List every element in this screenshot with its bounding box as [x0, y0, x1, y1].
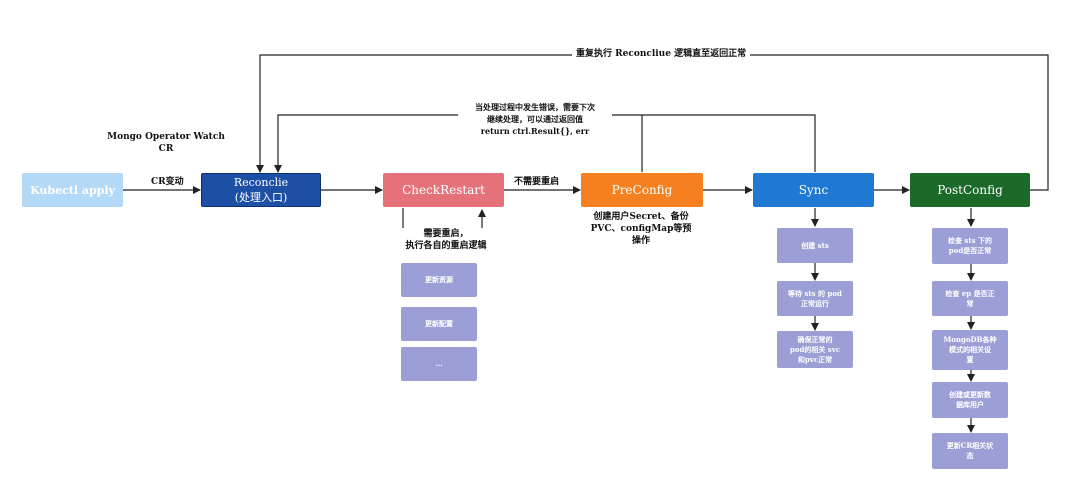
post-step-check-ep: 检查 ep 是否正 常	[932, 281, 1008, 316]
preconfig-node: PreConfig	[581, 173, 703, 207]
sync-step-ensure-svc-pvc: 确保正常的 pod的相关 svc 和pvc正常	[777, 331, 853, 368]
watch-label: Mongo Operator Watch CR	[107, 132, 225, 154]
restart-step-update-config: 更新配置	[401, 307, 477, 341]
restart-step-update-resources: 更新资源	[401, 263, 477, 297]
restart-step-more: ...	[401, 347, 477, 381]
sync-step-create-sts: 创建 sts	[777, 228, 853, 263]
checkrestart-node: CheckRestart	[383, 173, 504, 207]
kubectl-node: Kubectl apply	[22, 173, 123, 207]
post-step-db-user: 创建或更新数 据库用户	[932, 382, 1008, 418]
loop-arrow	[256, 54, 1049, 191]
error-arrow-return	[274, 114, 458, 173]
preconfig-desc-label: 创建用户Secret、备份 PVC、configMap等预 操作	[590, 212, 692, 246]
reconclie-node: Reconclie (处理入口)	[201, 173, 321, 207]
sync-step-wait-pod: 等待 sts 的 pod 正常运行	[777, 281, 853, 316]
need-restart-label: 需要重启， 执行各自的重启逻辑	[405, 229, 487, 251]
postconfig-node: PostConfig	[910, 173, 1030, 207]
error-arrow-sync	[612, 114, 816, 172]
error-label: 当处理过程中发生错误，需要下次 继续处理，可以通过返回值 return ctrl…	[460, 101, 610, 137]
post-step-mongodb-mode: MongoDB各种 模式的相关设 置	[932, 330, 1008, 370]
loop-label: 重复执行 Reconcliue 逻辑直至返回正常	[572, 48, 751, 60]
post-step-update-cr-status: 更新CR相关状 态	[932, 433, 1008, 469]
no-restart-label: 不需要重启	[514, 177, 560, 187]
sync-node: Sync	[753, 173, 874, 207]
post-step-check-pod: 检查 sts 下的 pod是否正常	[932, 228, 1008, 264]
cr-change-label: CR变动	[151, 177, 184, 187]
